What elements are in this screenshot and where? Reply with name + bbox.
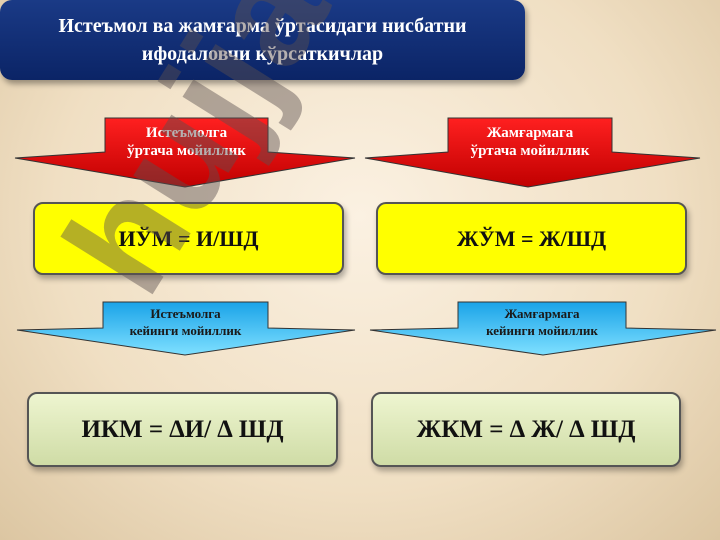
arrow-label-line: Жамғармага — [504, 306, 580, 321]
arrow-down-icon — [14, 117, 356, 188]
arrow-down-icon — [364, 117, 701, 188]
arrow-label-line: кейинги мойиллик — [486, 323, 598, 338]
arrow-label-marginal-consumption: Истеъмолга кейинги мойиллик — [103, 305, 268, 339]
arrow-label-line: кейинги мойиллик — [129, 323, 242, 338]
arrow-label-line: Жамғармага — [486, 125, 574, 141]
arrow-label-marginal-saving: Жамғармага кейинги мойиллик — [458, 305, 626, 339]
arrow-label-avg-consumption: Истеъмолга ўртача мойиллик — [105, 124, 268, 160]
arrow-down-icon — [16, 301, 356, 356]
slide-title: Истеъмол ва жамғарма ўртасидаги нисбатни… — [0, 0, 525, 80]
arrow-label-line: ўртача мойиллик — [470, 143, 590, 159]
formula-mpc: ИКМ = ∆И/ ∆ ШД — [27, 392, 338, 467]
formula-apc: ИЎМ = И/ШД — [33, 202, 344, 275]
formula-aps: ЖЎМ = Ж/ШД — [376, 202, 687, 275]
arrow-down-icon — [369, 301, 717, 356]
arrow-label-line: ўртача мойиллик — [127, 143, 246, 159]
arrow-label-line: Истеъмолга — [145, 125, 228, 141]
formula-mps: ЖКМ = ∆ Ж/ ∆ ШД — [371, 392, 681, 467]
arrow-label-avg-saving: Жамғармага ўртача мойиллик — [448, 124, 612, 160]
arrow-label-line: Истеъмолга — [150, 306, 221, 321]
